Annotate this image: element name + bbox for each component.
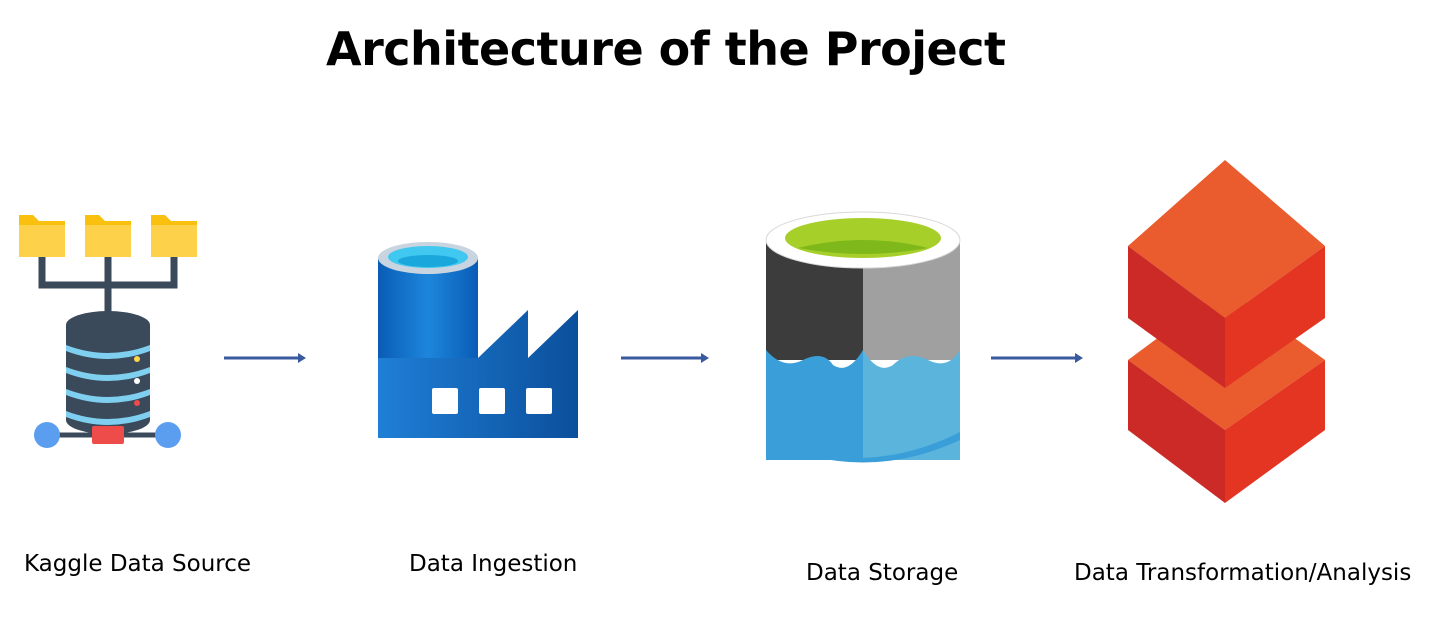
server-folders-icon <box>19 215 197 448</box>
databricks-icon <box>1128 160 1325 503</box>
diagram-title: Architecture of the Project <box>326 22 1006 76</box>
flow-arrow-3 <box>991 353 1083 363</box>
azure-data-lake-storage-icon <box>765 211 961 463</box>
flow-arrow-2 <box>621 353 709 363</box>
node-label-data-ingestion: Data Ingestion <box>409 551 578 577</box>
node-label-data-transformation-analysis: Data Transformation/Analysis <box>1074 560 1412 586</box>
node-label-kaggle-data-source: Kaggle Data Source <box>24 551 252 577</box>
azure-data-factory-icon <box>378 242 578 438</box>
node-label-data-storage: Data Storage <box>806 560 959 586</box>
flow-arrow-1 <box>224 353 306 363</box>
